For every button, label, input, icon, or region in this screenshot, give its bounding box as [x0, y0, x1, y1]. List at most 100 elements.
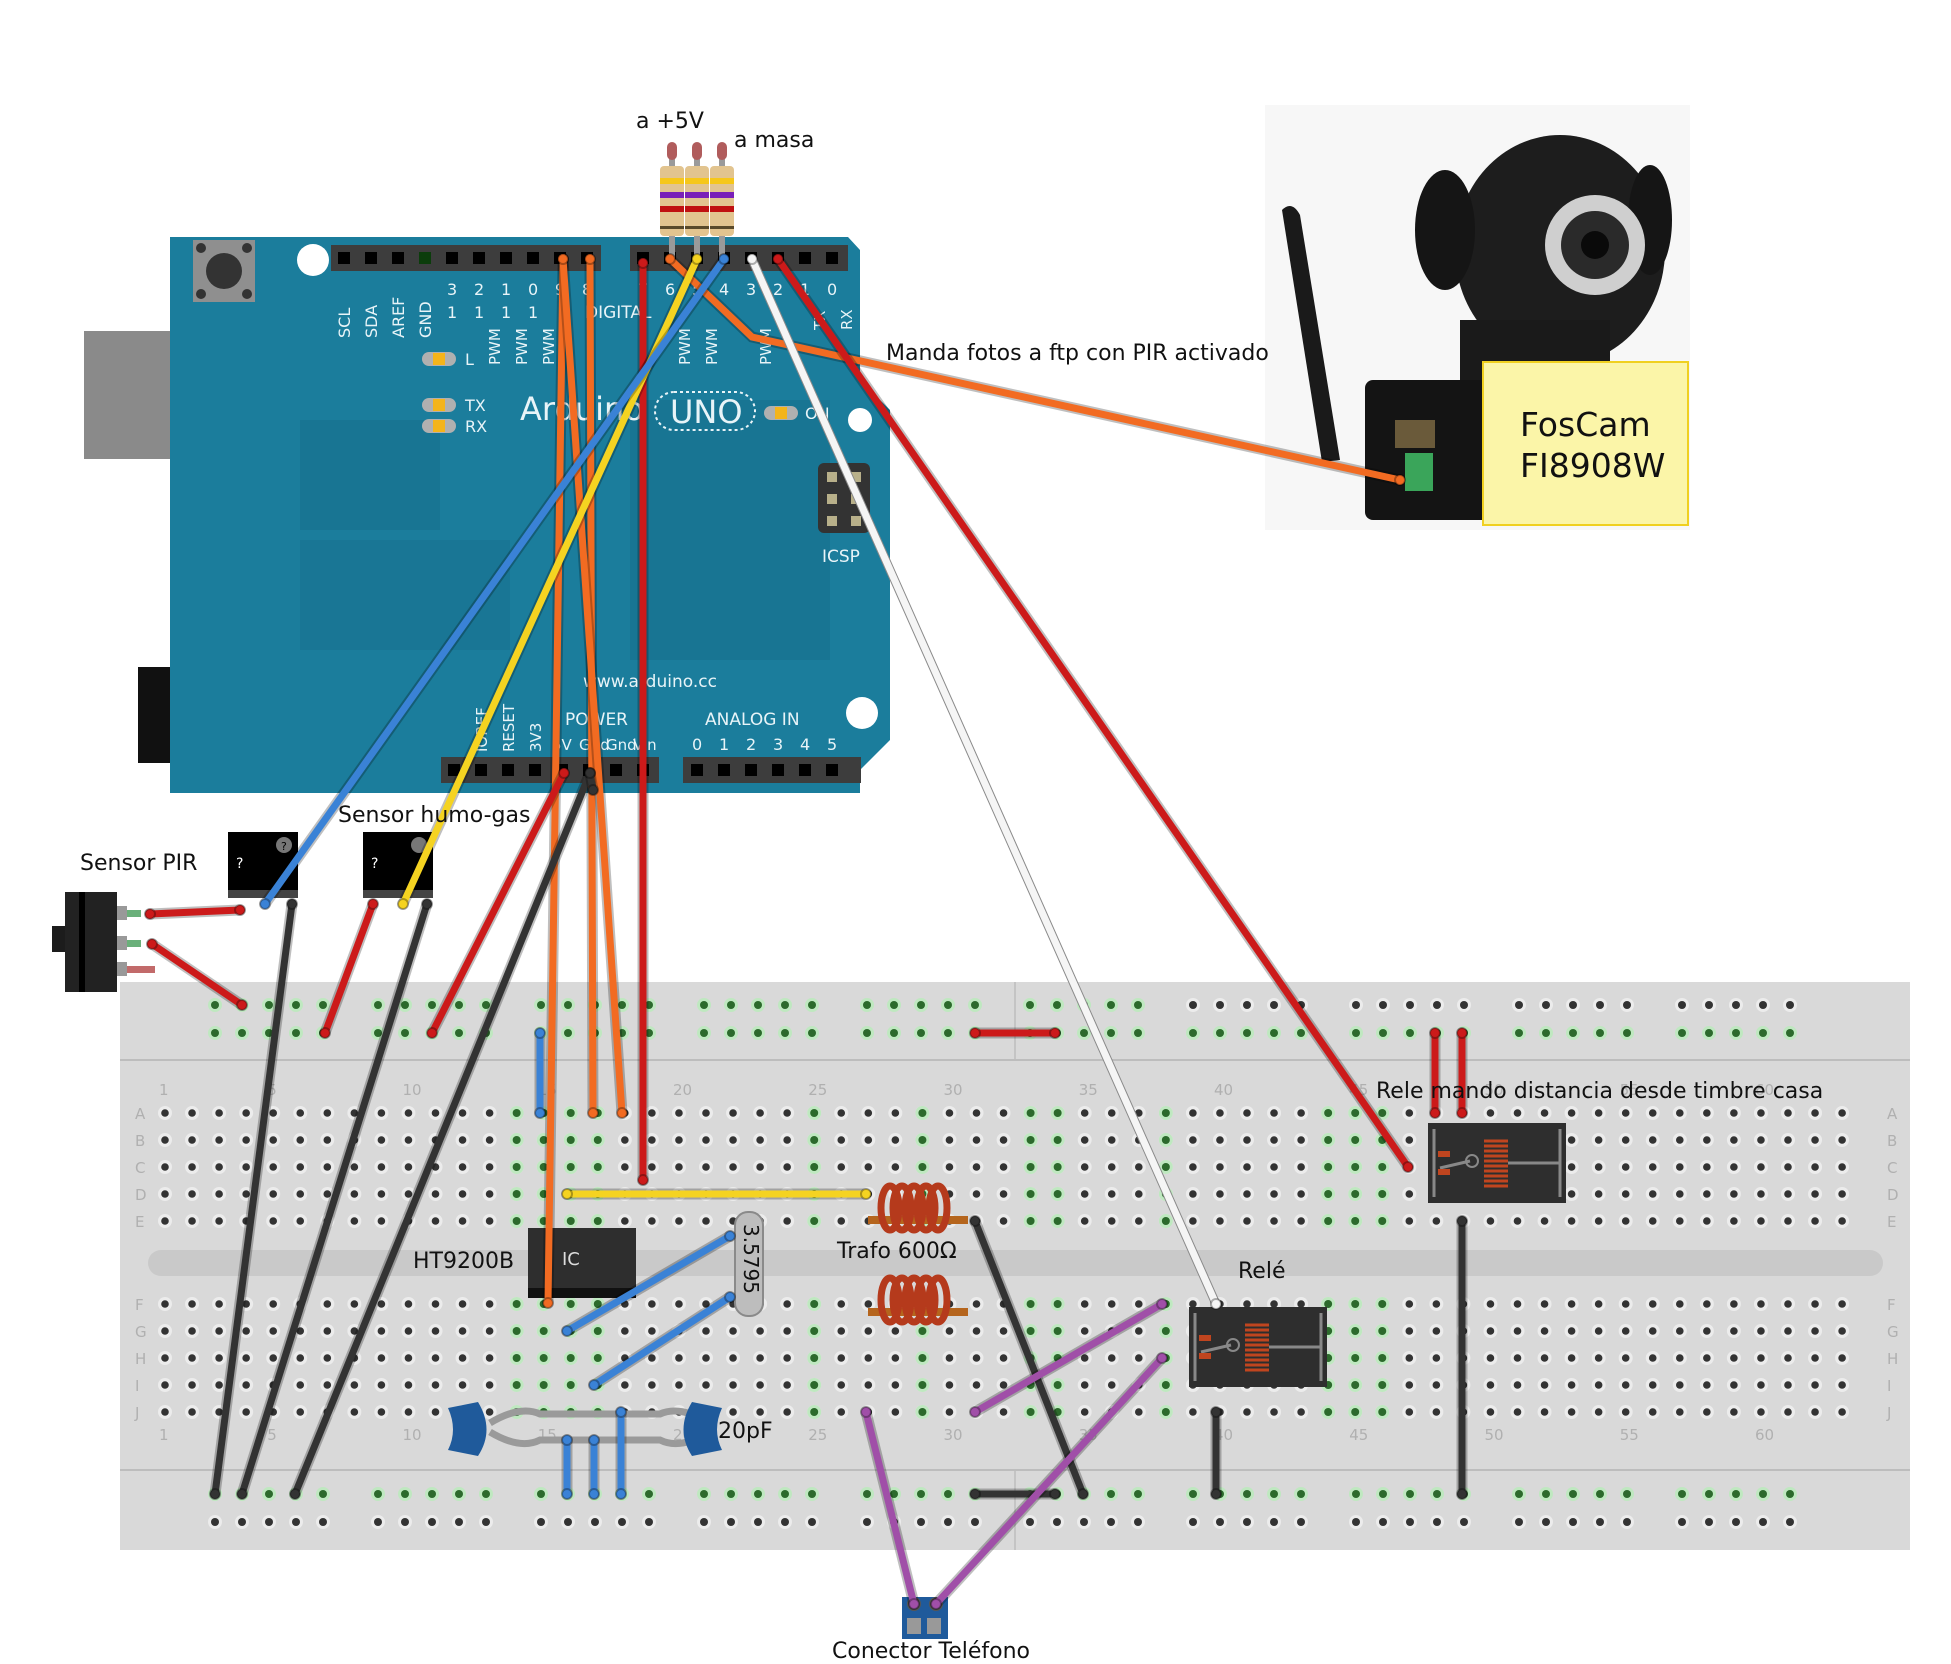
- header-pin: [448, 764, 460, 776]
- svg-text:RX: RX: [838, 309, 856, 330]
- wire-end: [587, 784, 599, 796]
- pin-label: 3V3: [527, 723, 545, 752]
- label-remote-relay: Rele mando distancia desde timbre casa: [1376, 1079, 1823, 1104]
- crystal-oscillator: 3.5795: [734, 1211, 764, 1317]
- header-pin: [529, 764, 541, 776]
- row-letter: G: [135, 1323, 147, 1341]
- pir-unknown-mark: ?: [236, 856, 243, 872]
- camera-antenna: [1282, 206, 1340, 462]
- breadboard-holes: [158, 1106, 1850, 1419]
- wire-end: [1049, 1488, 1061, 1500]
- pir-sensor: ? ?: [228, 832, 298, 898]
- mounting-hole: [848, 408, 872, 432]
- wire-end: [1210, 1488, 1222, 1500]
- led-l: L: [422, 350, 474, 369]
- header-pin: [473, 252, 485, 264]
- wire-end: [236, 1488, 248, 1500]
- wire-end: [969, 1406, 981, 1418]
- header-pin: [691, 764, 703, 776]
- header-pin: [826, 764, 838, 776]
- label-capacitor: 20pF: [718, 1419, 773, 1444]
- digital-header-right: [630, 245, 848, 271]
- wire-end: [557, 253, 569, 265]
- pin-label: 2: [746, 735, 756, 754]
- wire-end: [584, 767, 596, 779]
- pin-label: 3: [773, 735, 783, 754]
- wire-end: [146, 938, 158, 950]
- pin-label: 0: [528, 280, 538, 299]
- wire-end: [1394, 474, 1406, 486]
- pullup-resistors: [660, 142, 734, 262]
- row-letter: E: [135, 1213, 144, 1231]
- wire-end: [1077, 1488, 1089, 1500]
- row-letter: C: [135, 1159, 145, 1177]
- column-number: 10: [402, 1426, 421, 1444]
- column-number: 45: [1349, 1426, 1368, 1444]
- row-letter: F: [1887, 1296, 1896, 1314]
- row-letter: A: [1887, 1105, 1898, 1123]
- column-number: 60: [1755, 1426, 1774, 1444]
- pin-label: 0: [692, 735, 702, 754]
- wire-end: [930, 1598, 942, 1610]
- pin-label: 2: [773, 280, 783, 299]
- row-letter: D: [135, 1186, 147, 1204]
- wire-red: [146, 906, 244, 918]
- row-letter: H: [135, 1350, 146, 1368]
- wire-red: [774, 255, 1412, 1171]
- svg-text:1: 1: [501, 303, 511, 322]
- header-pin: [745, 764, 757, 776]
- wire-end: [561, 1325, 573, 1337]
- wire-end: [421, 898, 433, 910]
- slide-switch[interactable]: [52, 892, 155, 992]
- wire-red: [148, 940, 246, 1009]
- svg-text:TX: TX: [464, 396, 486, 415]
- header-pin: [475, 764, 487, 776]
- camera-terminal-block: [1405, 453, 1433, 491]
- label-smoke-gas-sensor: Sensor humo-gas: [338, 803, 530, 828]
- wire-end: [772, 253, 784, 265]
- wire-end: [1049, 1027, 1061, 1039]
- row-letter: G: [1887, 1323, 1899, 1341]
- row-letter: J: [1886, 1404, 1891, 1422]
- wire-end: [588, 1488, 600, 1500]
- header-pin: [446, 252, 458, 264]
- wire-end: [615, 1488, 627, 1500]
- pwm-label: PWM: [676, 328, 694, 365]
- wire-end: [236, 999, 248, 1011]
- wire-end: [969, 1027, 981, 1039]
- column-number: 35: [1079, 1081, 1098, 1099]
- wire-end: [746, 253, 758, 265]
- pwm-label: PWM: [703, 328, 721, 365]
- analog-label: ANALOG IN: [705, 710, 800, 730]
- wire-end: [1402, 1161, 1414, 1173]
- wire-red: [428, 769, 568, 1037]
- svg-text:1: 1: [447, 303, 457, 322]
- wire-end: [561, 1188, 573, 1200]
- wire-end: [587, 1107, 599, 1119]
- svg-text:1: 1: [474, 303, 484, 322]
- camera-name-line2: FI8908W: [1520, 446, 1665, 485]
- wire-black: [971, 1217, 1087, 1498]
- column-number: 25: [808, 1081, 827, 1099]
- foscam-camera: FosCam FI8908W: [1265, 105, 1690, 530]
- header-pin: [502, 764, 514, 776]
- pin-label: Gnd: [606, 736, 637, 754]
- svg-text:1: 1: [528, 303, 538, 322]
- wire-end: [558, 767, 570, 779]
- reset-button[interactable]: [193, 240, 255, 302]
- wire-red: [321, 900, 377, 1037]
- label-ht9200b: HT9200B: [413, 1249, 514, 1274]
- header-pin: [419, 252, 431, 264]
- row-letter: A: [135, 1105, 146, 1123]
- pin-label: 1: [800, 280, 810, 299]
- wire-end: [1456, 1107, 1468, 1119]
- header-pin: [610, 764, 622, 776]
- header-pin: [365, 252, 377, 264]
- arduino-url: www.arduino.cc: [583, 672, 717, 692]
- wire-end: [718, 253, 730, 265]
- column-number: 50: [1484, 1426, 1503, 1444]
- pin-label: SCL: [335, 308, 354, 338]
